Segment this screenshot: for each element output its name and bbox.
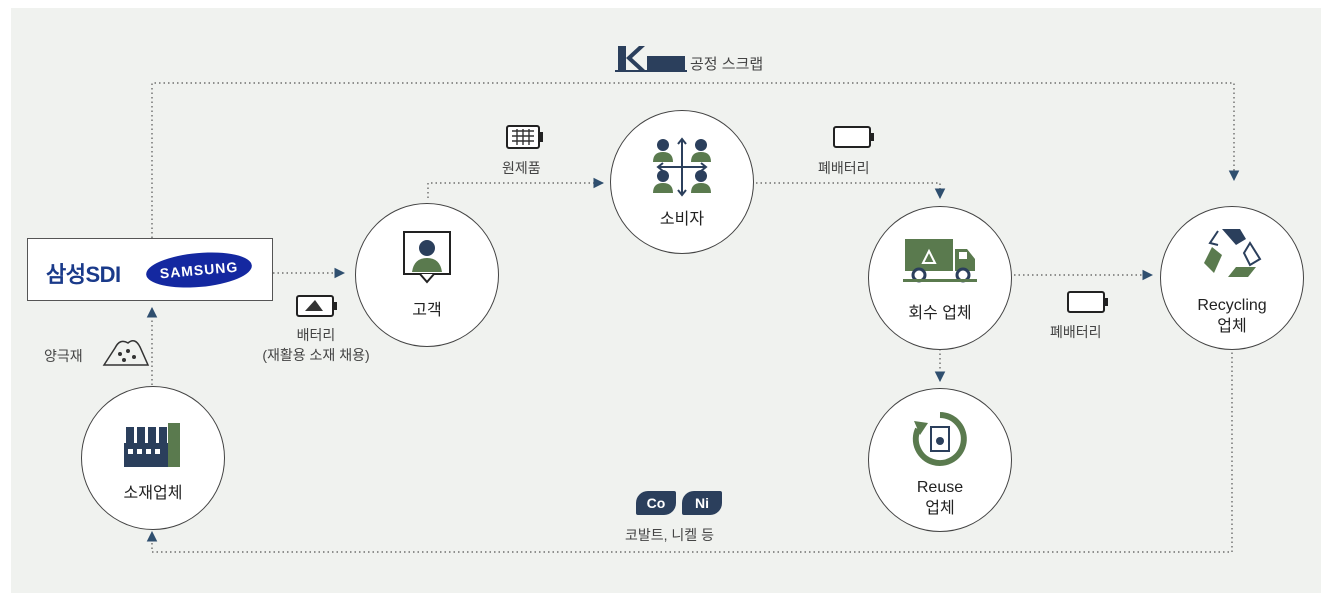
waste-battery-icon-2 — [1067, 291, 1108, 313]
cobalt-badge-text: Co — [646, 495, 666, 511]
cathode-powder-icon — [102, 340, 150, 366]
consumers-icon — [649, 136, 715, 203]
recycle-icon — [1202, 225, 1262, 288]
reuse-company-node: Reuse 업체 — [868, 388, 1012, 532]
samsung-logo: SAMSUNG — [144, 248, 254, 292]
product-flow-line — [427, 177, 605, 198]
nickel-badge-text: Ni — [695, 495, 709, 511]
battery-label-line1: 배터리 — [296, 327, 336, 343]
scrap-flow-line — [151, 82, 1240, 238]
battery-icon — [296, 295, 337, 317]
reuse-label-line2: 업체 — [925, 500, 955, 517]
battery-label: 배터리 (재활용 소재 채용) — [246, 325, 386, 365]
metals-label: 코발트, 니켈 등 — [625, 527, 714, 543]
scrap-logo — [615, 44, 687, 72]
sdi-logo-text: 삼성SDI — [46, 262, 121, 287]
scrap-label: 공정 스크랩 — [690, 56, 764, 73]
battery-label-line2: (재활용 소재 채용) — [262, 347, 370, 363]
customer-person-icon — [402, 230, 452, 289]
material-supplier-label: 소재업체 — [123, 485, 183, 502]
waste-battery-label-2: 폐배터리 — [1050, 324, 1102, 340]
original-product-label: 원제품 — [502, 160, 541, 176]
recycling-truck-icon — [903, 235, 977, 288]
recycling-company-node: Recycling 업체 — [1160, 206, 1304, 350]
recycling-label-line1: Recycling — [1197, 297, 1267, 314]
collection-company-label: 회수 업체 — [908, 305, 972, 322]
collection-company-node: 회수 업체 — [868, 206, 1012, 350]
material-supplier-node: 소재업체 — [81, 386, 225, 530]
cathode-label: 양극재 — [44, 348, 83, 364]
reuse-icon — [912, 411, 968, 472]
consumer-label: 소비자 — [659, 211, 705, 228]
cobalt-badge: Co — [636, 491, 676, 515]
km-logo-icon — [615, 46, 687, 72]
recycling-company-label: Recycling 업체 — [1161, 295, 1303, 337]
waste-flow-line-1 — [756, 182, 946, 200]
samsung-sdi-box: 삼성SDI SAMSUNG — [27, 238, 273, 301]
reuse-label-line1: Reuse — [916, 479, 964, 496]
recycling-label-line2: 업체 — [1217, 318, 1247, 335]
metal-flow-line — [146, 348, 1233, 553]
nickel-badge: Ni — [682, 491, 722, 515]
waste-battery-icon-1 — [833, 126, 874, 148]
customer-node: 고객 — [355, 203, 499, 347]
reuse-company-label: Reuse 업체 — [869, 477, 1011, 519]
factory-icon — [122, 417, 184, 474]
customer-label: 고객 — [412, 302, 442, 319]
waste-battery-label-1: 폐배터리 — [818, 160, 870, 176]
consumer-node: 소비자 — [610, 110, 754, 254]
samsung-logo-text: SAMSUNG — [159, 258, 239, 282]
product-battery-icon — [506, 125, 543, 149]
